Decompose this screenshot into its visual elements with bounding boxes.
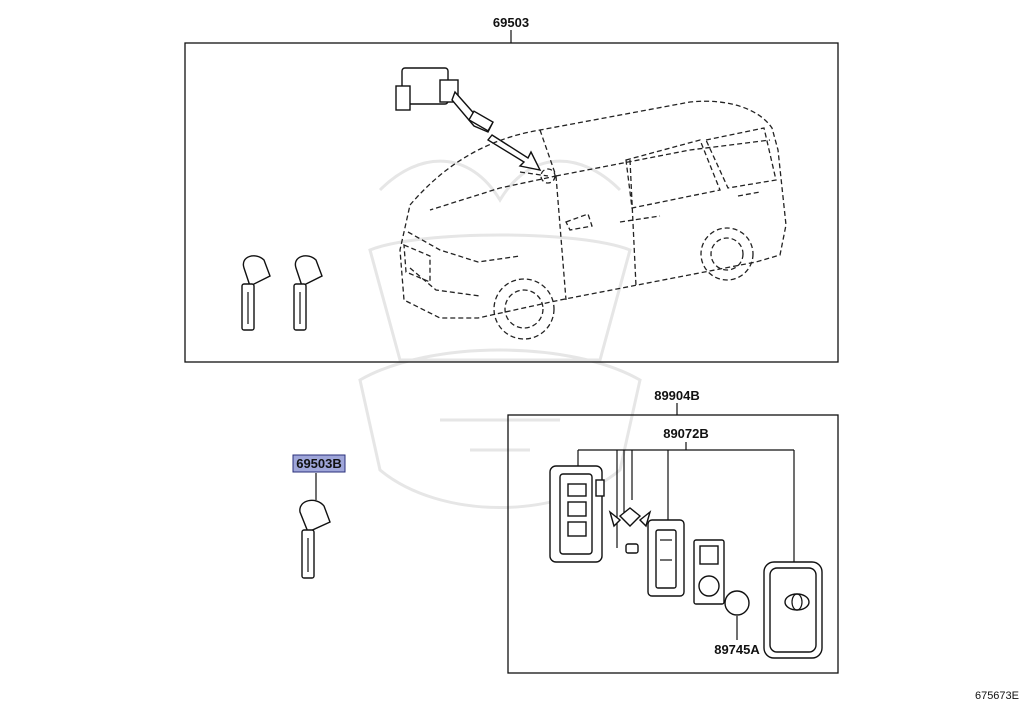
assembly-box bbox=[184, 42, 839, 363]
circuit-board[interactable] bbox=[647, 519, 685, 597]
part-number-69503B[interactable]: 69503B bbox=[296, 456, 342, 471]
coin-battery[interactable] bbox=[724, 590, 750, 616]
watermark-crest bbox=[358, 159, 642, 509]
transmitter-box bbox=[507, 414, 839, 674]
transmitter-case-inner[interactable] bbox=[549, 465, 605, 563]
install-arrow bbox=[486, 134, 542, 171]
transmitter-cover[interactable] bbox=[763, 561, 823, 659]
battery-holder[interactable] bbox=[693, 539, 725, 605]
transmitter-sub-leaders bbox=[577, 442, 795, 562]
brand-emblem-icon bbox=[784, 593, 810, 611]
rubber-button-pad[interactable] bbox=[608, 507, 652, 554]
illustration-id: 675673E bbox=[975, 690, 1019, 702]
key-right[interactable] bbox=[293, 255, 323, 331]
part-number-69503[interactable]: 69503 bbox=[493, 15, 529, 30]
lock-cylinder[interactable] bbox=[395, 67, 494, 133]
highlight-69503B bbox=[292, 454, 346, 473]
part-number-89072B[interactable]: 89072B bbox=[663, 426, 709, 441]
key-blank[interactable] bbox=[299, 499, 331, 579]
key-left[interactable] bbox=[241, 255, 271, 331]
part-number-89745A[interactable]: 89745A bbox=[714, 642, 760, 657]
vehicle-outline bbox=[399, 100, 787, 340]
part-number-89904B[interactable]: 89904B bbox=[654, 388, 700, 403]
